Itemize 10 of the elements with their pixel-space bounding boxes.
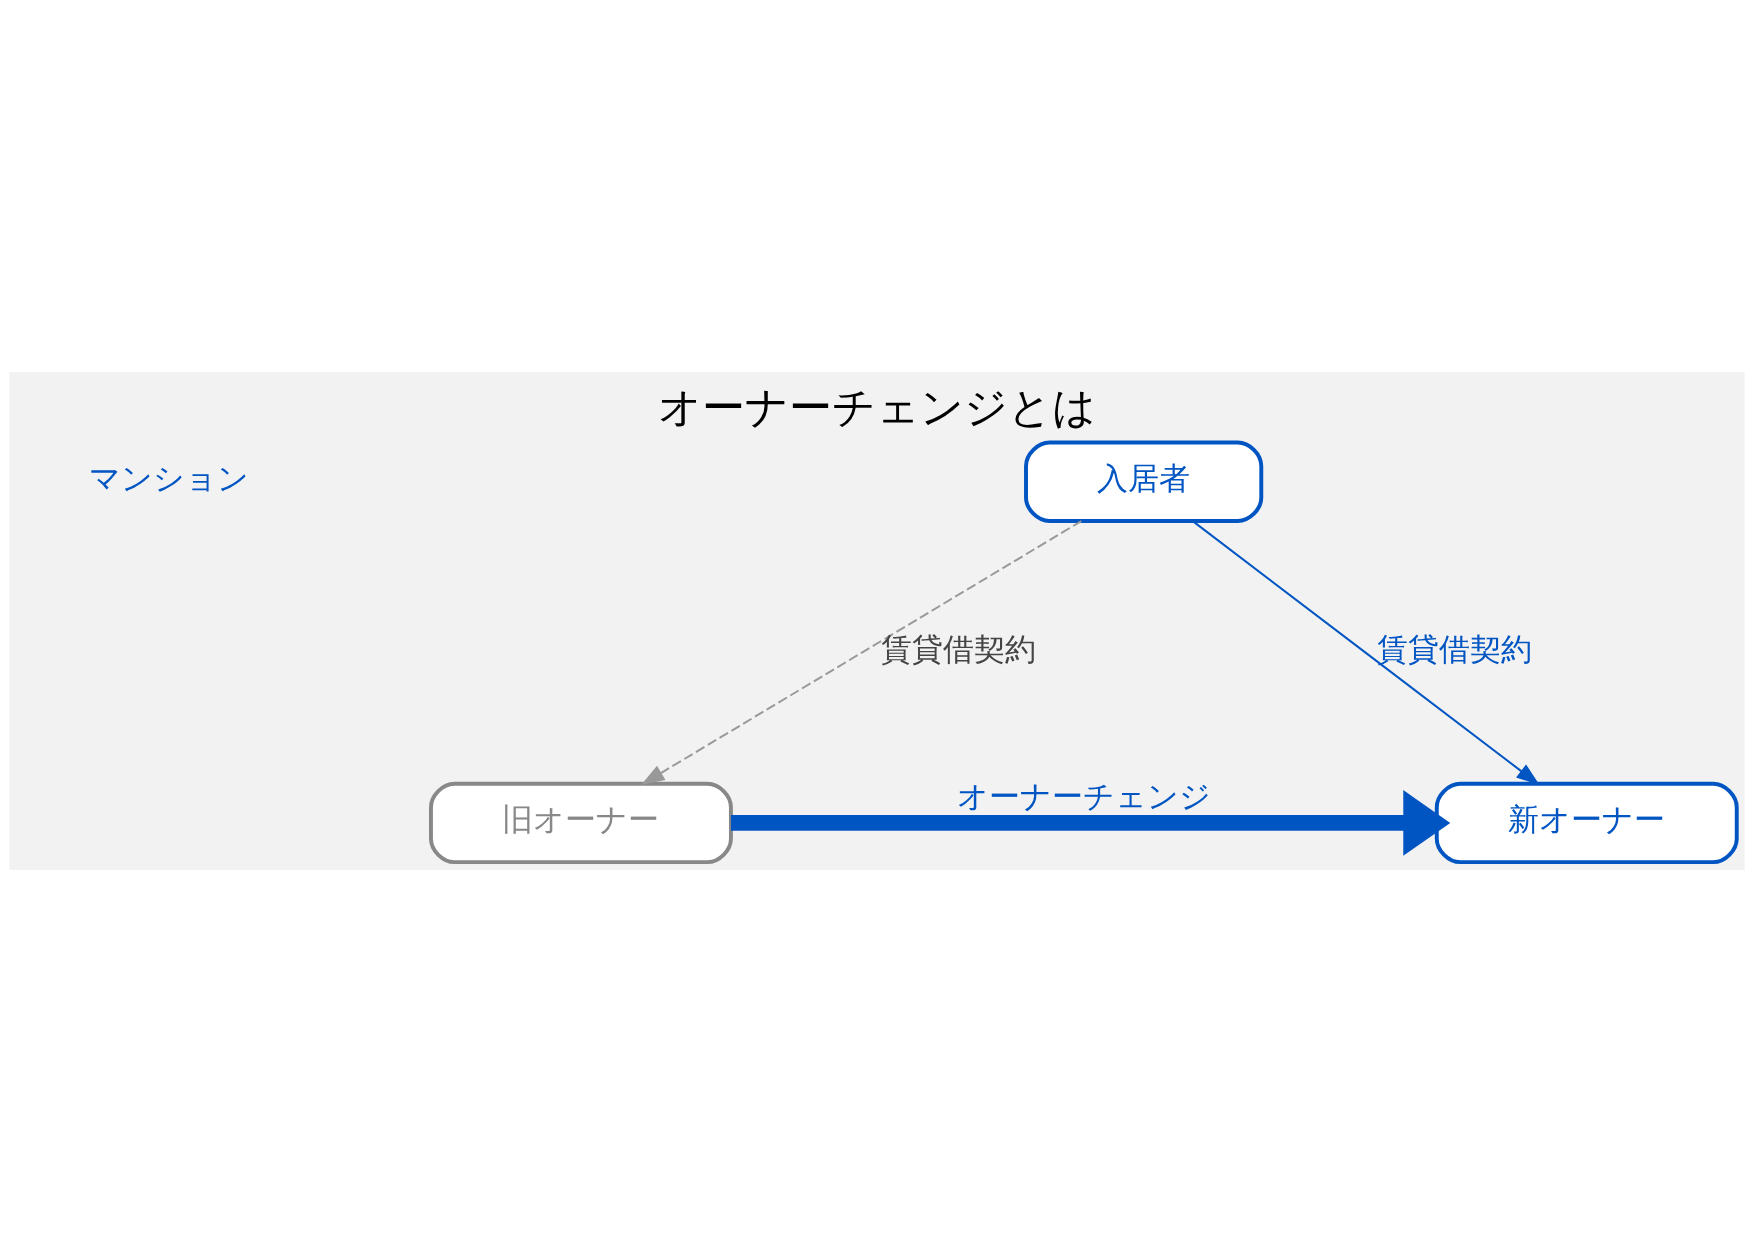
node-box: 旧オーナー <box>429 781 733 864</box>
node-box: 新オーナー <box>1434 781 1739 864</box>
edge-label: 賃貸借契約 <box>880 630 1036 667</box>
node-box: 入居者 <box>1024 440 1264 523</box>
edge-label: 賃貸借契約 <box>1376 630 1532 667</box>
arrow <box>730 789 1451 856</box>
label: マンション <box>89 459 250 496</box>
diagram-title: オーナーチェンジとは <box>658 381 1096 432</box>
edge-label: オーナーチェンジ <box>956 777 1211 814</box>
arrow <box>641 519 1083 785</box>
